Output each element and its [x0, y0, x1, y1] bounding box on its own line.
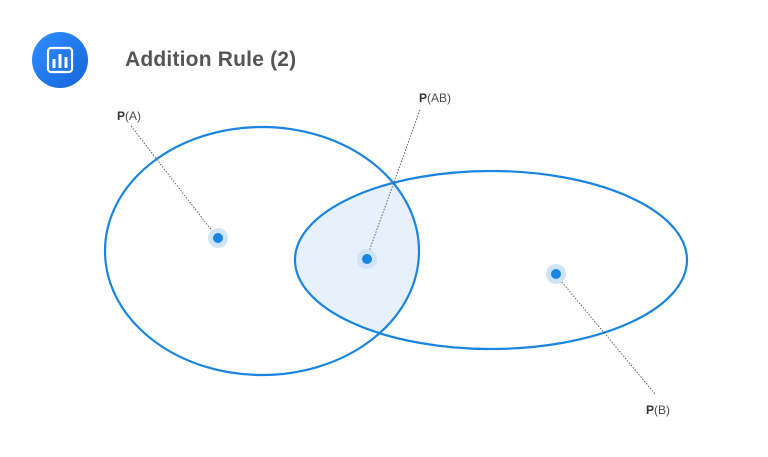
point-b [546, 264, 566, 284]
page-title: Addition Rule (2) [125, 48, 297, 71]
label-p-a-bold: P [117, 109, 126, 123]
label-p-ab-bold: P [419, 91, 428, 105]
leader-line-a [130, 125, 217, 237]
intersection-region [295, 171, 419, 349]
label-p-a: P(A) [117, 109, 141, 123]
label-p-ab: P(AB) [419, 91, 451, 105]
label-p-b-bold: P [646, 403, 655, 417]
leader-line-b [555, 274, 657, 396]
label-p-a-text: (A) [125, 109, 142, 123]
label-p-b: P(B) [646, 403, 670, 417]
leader-line-ab [366, 109, 421, 258]
point-a [208, 228, 228, 248]
set-a-ellipse [103, 125, 421, 377]
label-p-b-text: (B) [654, 403, 671, 417]
label-p-ab-text: (AB) [427, 91, 452, 105]
point-ab [357, 249, 377, 269]
set-b-ellipse [293, 169, 689, 351]
app-logo-icon [32, 32, 88, 88]
bar-chart-icon [46, 46, 74, 74]
